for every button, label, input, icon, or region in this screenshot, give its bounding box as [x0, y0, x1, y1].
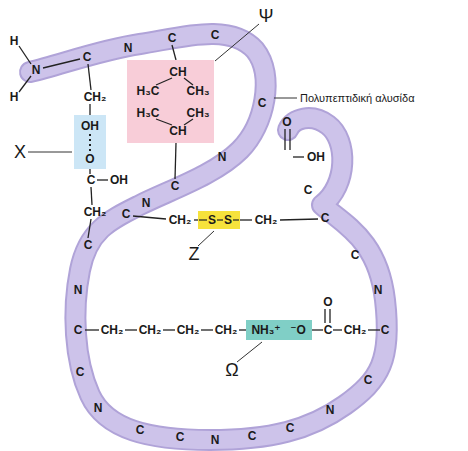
formula-text: ⁻O [290, 324, 306, 336]
atom-symbol: CH₂ [169, 214, 192, 226]
atom-symbol: C [321, 212, 330, 224]
bond-detail [198, 211, 240, 229]
atom-symbol: C [176, 431, 185, 443]
atom-symbol: C [258, 97, 267, 109]
atom-symbol: H [10, 35, 19, 47]
atom-symbol: CH₂ [177, 324, 200, 336]
atom-symbol: CH₂ [84, 91, 107, 103]
atom-symbol: C [286, 422, 295, 434]
atom-symbol: N [32, 64, 41, 76]
formula-text: CH₃ [187, 85, 210, 97]
atom-symbol: OH [307, 151, 325, 163]
callout-letter: X [14, 143, 26, 161]
leader-lines [28, 24, 297, 362]
hydrogen-bond-box: OH O [74, 115, 106, 169]
atom-symbol: C [74, 324, 83, 336]
atom-symbol: H [10, 91, 19, 103]
formula-text: CH₃ [187, 107, 210, 119]
formula-text: O [85, 153, 94, 165]
atom-symbol: CH₂ [255, 214, 278, 226]
chain-label: Πολυπεπτιδική αλυσίδα [300, 93, 415, 104]
formula-text: OH [81, 120, 99, 132]
atom-symbol: C [364, 374, 373, 386]
bond-lines [19, 45, 380, 330]
atom-symbol: C [381, 324, 390, 336]
atom-symbol: C [168, 32, 177, 44]
atom-symbol: OH [110, 174, 128, 186]
atom-symbol: N [211, 434, 220, 446]
atom-symbol: CH₂ [139, 324, 162, 336]
hydrophobic-box: CHH₃CCH₃H₃CCH₃CH [127, 60, 214, 143]
formula-text: NH₃⁺ [251, 324, 280, 336]
atom-symbol: CH₂ [344, 324, 367, 336]
atom-symbol: N [124, 42, 133, 54]
callout-letter: Ψ [258, 7, 273, 25]
callout-letter: Z [189, 245, 200, 263]
ionic-bond-box: NH₃⁺ ⁻O [246, 320, 312, 340]
disulfide-box: SS [198, 211, 240, 229]
atom-symbol: C [248, 430, 257, 442]
atom-symbol: C [83, 51, 92, 63]
atom-symbol: N [218, 151, 227, 163]
atom-symbol: CH₂ [101, 324, 124, 336]
atom-symbol: C [324, 324, 333, 336]
formula-text: H₃C [137, 85, 160, 97]
atom-symbol: C [304, 184, 313, 196]
atom-symbol: CH₂ [215, 324, 238, 336]
atom-symbol: C [136, 424, 145, 436]
atom-symbol: C [76, 366, 85, 378]
atom-symbol: N [142, 197, 151, 209]
formula-text: CH [169, 125, 186, 137]
formula-text: H₃C [137, 107, 160, 119]
atom-symbol: C [84, 239, 93, 251]
callout-letter: Ω [225, 361, 238, 379]
formula-text: S [224, 214, 232, 226]
atom-symbol: O [323, 296, 332, 308]
atom-symbol: N [74, 284, 83, 296]
atom-symbol: N [94, 402, 103, 414]
atom-symbol: C [171, 180, 180, 192]
atom-symbol: C [211, 29, 220, 41]
atom-symbol: N [326, 404, 335, 416]
atom-symbol: CH₂ [84, 206, 107, 218]
atom-symbol: C [351, 249, 360, 261]
formula-text: S [208, 214, 216, 226]
atom-symbol: O [282, 116, 291, 128]
atom-symbol: C [122, 208, 131, 220]
atom-symbol: N [374, 284, 383, 296]
atom-symbol: C [87, 174, 96, 186]
formula-text: CH [169, 66, 186, 78]
